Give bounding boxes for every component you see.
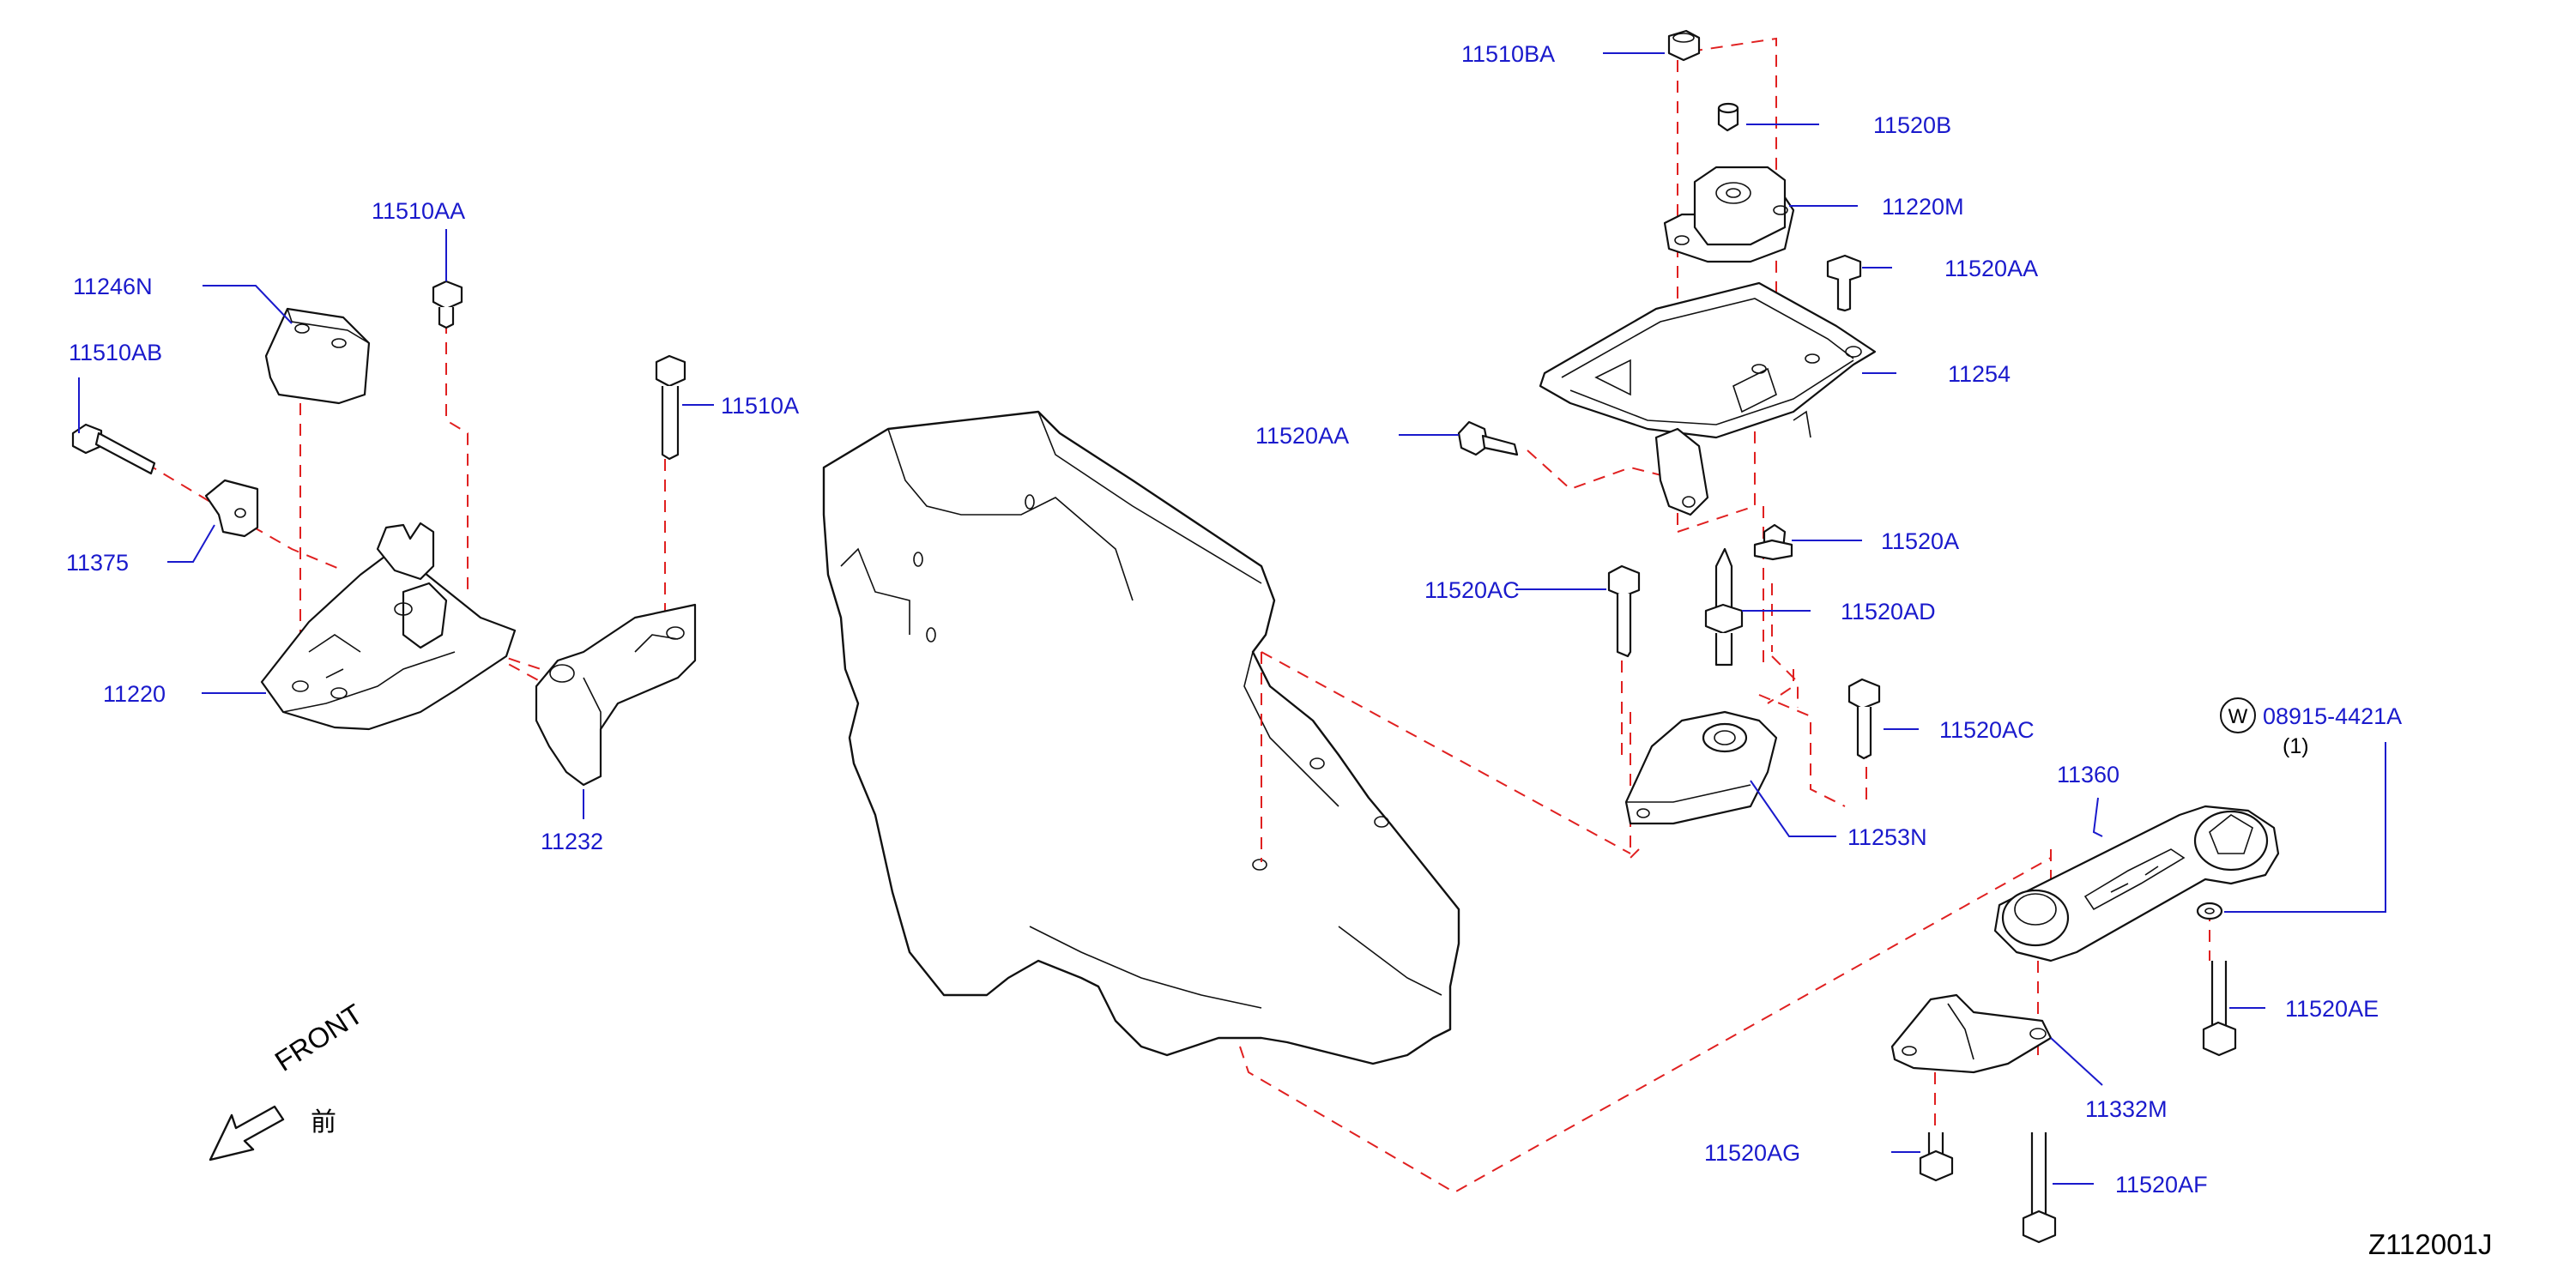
part-11520B-cap[interactable] <box>1717 102 1739 132</box>
label-11253N[interactable]: 11253N <box>1847 824 1927 850</box>
label-11520AC-right[interactable]: 11520AC <box>1939 717 2035 743</box>
part-11232-bracket[interactable] <box>535 603 697 787</box>
label-11220[interactable]: 11220 <box>103 681 166 707</box>
label-11520AG[interactable]: 11520AG <box>1704 1140 1800 1166</box>
part-11520A-bolt[interactable] <box>1753 523 1793 561</box>
part-11220-left-mount[interactable] <box>260 522 517 731</box>
part-11510A-bolt[interactable] <box>655 354 686 461</box>
engine-block-outline <box>822 410 1460 1065</box>
part-11360-torque-rod[interactable] <box>1993 805 2280 962</box>
label-11520AD[interactable]: 11520AD <box>1841 599 1936 624</box>
part-11375-clip[interactable] <box>204 479 259 538</box>
diagram-code: Z112001J <box>2368 1228 2492 1260</box>
part-11520AA-bolt-left[interactable] <box>1457 420 1519 456</box>
part-11510AB-bolt[interactable] <box>71 423 156 475</box>
label-11520A[interactable]: 11520A <box>1881 528 1959 554</box>
label-08915-qty: (1) <box>2283 734 2309 758</box>
front-arrow-icon <box>209 1105 285 1161</box>
label-11254[interactable]: 11254 <box>1948 361 2011 387</box>
label-11520AE[interactable]: 11520AE <box>2285 996 2379 1022</box>
part-11520AD-stud[interactable] <box>1704 547 1744 667</box>
label-11246N[interactable]: 11246N <box>73 274 153 299</box>
part-11520AE-bolt[interactable] <box>2202 961 2237 1057</box>
label-11520AA-right[interactable]: 11520AA <box>1944 256 2038 281</box>
part-11253N-bracket[interactable] <box>1624 710 1778 825</box>
label-11520B[interactable]: 11520B <box>1873 112 1951 138</box>
part-11520AF-bolt[interactable] <box>2022 1132 2057 1244</box>
label-11520AF[interactable]: 11520AF <box>2115 1172 2208 1198</box>
label-11510AA[interactable]: 11510AA <box>372 198 465 224</box>
label-11510A[interactable]: 11510A <box>721 393 799 419</box>
part-11520AA-bolt-right[interactable] <box>1826 254 1862 312</box>
label-11332M[interactable]: 11332M <box>2085 1096 2168 1122</box>
part-11246N-block[interactable] <box>264 307 371 405</box>
label-11520AC-left[interactable]: 11520AC <box>1424 577 1520 603</box>
label-11360[interactable]: 11360 <box>2057 762 2119 787</box>
part-11520AG-bolt[interactable] <box>1919 1132 1954 1182</box>
label-08915-4421A[interactable]: 08915-4421A <box>2263 703 2402 729</box>
front-kanji: 前 <box>311 1107 336 1137</box>
label-11510BA[interactable]: 11510BA <box>1461 41 1555 67</box>
part-11332M-bracket[interactable] <box>1890 993 2053 1074</box>
washer-symbol: W <box>2220 697 2256 733</box>
label-11232[interactable]: 11232 <box>541 829 603 854</box>
label-leader-lines <box>78 52 2386 1185</box>
front-indicator: FRONT 前 <box>209 998 368 1161</box>
part-11520AC-bolt-right[interactable] <box>1847 678 1881 760</box>
label-11520AA-left[interactable]: 11520AA <box>1255 423 1349 449</box>
part-11254-bracket[interactable] <box>1539 281 1877 516</box>
front-label: FRONT <box>269 998 368 1077</box>
part-11220M-upper-mount[interactable] <box>1663 166 1795 263</box>
label-11510AB[interactable]: 11510AB <box>69 340 162 365</box>
label-11220M[interactable]: 11220M <box>1882 194 1964 220</box>
part-08915-washer[interactable] <box>2196 902 2223 920</box>
part-11520AC-bolt-left[interactable] <box>1607 564 1641 658</box>
part-11510AA-bolt[interactable] <box>432 280 463 329</box>
part-11510BA-nut[interactable] <box>1667 29 1701 62</box>
part-labels: 11510BA 11520B 11220M 11520AA 11254 1152… <box>66 41 2402 1198</box>
washer-symbol-letter: W <box>2228 705 2248 728</box>
label-11375[interactable]: 11375 <box>66 550 129 576</box>
